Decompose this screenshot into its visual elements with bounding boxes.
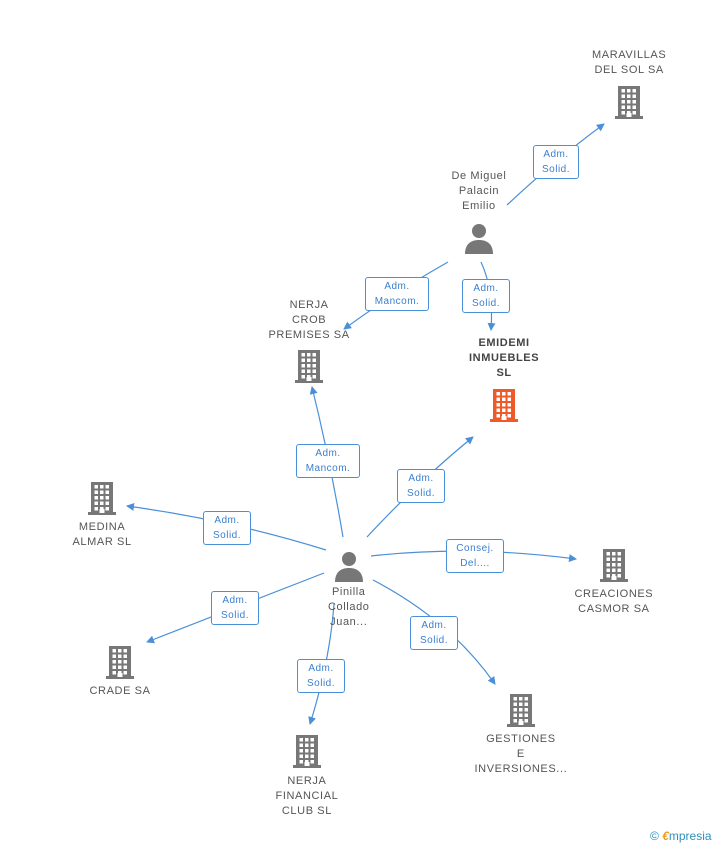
relation-label[interactable]: Consej. Del....: [446, 539, 504, 573]
relation-label-line: Adm.: [222, 595, 248, 606]
node-label-line: INVERSIONES...: [474, 763, 568, 775]
relation-label[interactable]: Adm. Mancom.: [365, 277, 429, 311]
relation-label-line: Consej.: [456, 543, 494, 554]
node-label-line: NERJA: [289, 299, 329, 311]
node-label-line: Juan...: [330, 616, 368, 628]
footer-brand: © €mpresia: [650, 829, 712, 843]
brand-name: mpresia: [668, 829, 712, 843]
node-label-line: ALMAR SL: [72, 536, 132, 548]
node-label-gestiones[interactable]: GESTIONES E INVERSIONES...: [475, 732, 568, 777]
node-label-line: E: [516, 748, 525, 760]
node-label-line: Emilio: [462, 200, 496, 212]
building-icon[interactable]: [503, 692, 539, 728]
relation-label[interactable]: Adm. Solid.: [211, 591, 259, 625]
node-label-medina[interactable]: MEDINA ALMAR SL: [73, 520, 132, 550]
building-icon[interactable]: [596, 547, 632, 583]
person-icon[interactable]: [331, 548, 367, 584]
node-label-line: INMUEBLES: [469, 352, 540, 364]
building-icon[interactable]: [289, 733, 325, 769]
node-label-line: MARAVILLAS: [592, 49, 667, 61]
node-label-line: FINANCIAL: [275, 790, 339, 802]
relation-label-line: Del....: [460, 558, 490, 569]
node-label-line: De Miguel: [451, 170, 507, 182]
relation-label-line: Mancom.: [374, 296, 420, 307]
node-label-line: Pinilla: [331, 586, 366, 598]
relation-label-line: Solid.: [406, 488, 435, 499]
node-label-maravillas[interactable]: MARAVILLAS DEL SOL SA: [592, 48, 666, 78]
relation-label[interactable]: Adm. Solid.: [297, 659, 345, 693]
node-label-creaciones[interactable]: CREACIONES CASMOR SA: [575, 587, 654, 617]
node-label-line: CLUB SL: [281, 805, 332, 817]
relation-label-line: Adm.: [384, 281, 410, 292]
building-icon[interactable]: [291, 348, 327, 384]
relation-label-line: Solid.: [419, 635, 448, 646]
building-icon[interactable]: [84, 480, 120, 516]
relation-label-line: Adm.: [408, 473, 434, 484]
relation-label-line: Mancom.: [305, 463, 351, 474]
brand-initial: €: [662, 829, 669, 843]
node-label-line: Palacin: [458, 185, 500, 197]
relation-label[interactable]: Adm. Solid.: [203, 511, 251, 545]
node-label-line: CASMOR SA: [578, 603, 650, 615]
relation-label-line: Solid.: [471, 298, 500, 309]
node-label-line: MEDINA: [78, 521, 126, 533]
node-label-line: DEL SOL SA: [594, 64, 664, 76]
person-icon[interactable]: [461, 220, 497, 256]
node-label-crade[interactable]: CRADE SA: [90, 684, 151, 699]
node-label-line: CROB: [292, 314, 327, 326]
relation-label-line: Adm.: [473, 283, 499, 294]
building-icon[interactable]: [102, 644, 138, 680]
copyright-symbol: ©: [650, 829, 659, 843]
node-label-line: EMIDEMI: [478, 337, 530, 349]
relation-label-line: Solid.: [220, 610, 249, 621]
node-label-line: NERJA: [287, 775, 327, 787]
building-icon[interactable]: [486, 387, 522, 423]
node-label-emidemi[interactable]: EMIDEMI INMUEBLES SL: [469, 336, 539, 381]
node-label-line: CREACIONES: [574, 588, 654, 600]
relation-label[interactable]: Adm. Solid.: [462, 279, 510, 313]
relation-label-line: Solid.: [541, 164, 570, 175]
relation-label[interactable]: Adm. Mancom.: [296, 444, 360, 478]
relation-label-line: Adm.: [543, 149, 569, 160]
node-label-nerja-crob[interactable]: NERJA CROB PREMISES SA: [269, 298, 350, 343]
node-label-line: PREMISES SA: [268, 329, 350, 341]
relation-label-line: Adm.: [214, 515, 240, 526]
node-label-line: GESTIONES: [486, 733, 556, 745]
building-icon[interactable]: [611, 84, 647, 120]
relation-label[interactable]: Adm. Solid.: [533, 145, 579, 179]
relation-label-line: Adm.: [421, 620, 447, 631]
node-label-line: SL: [496, 367, 512, 379]
node-label-line: Collado: [328, 601, 370, 613]
relation-label[interactable]: Adm. Solid.: [410, 616, 458, 650]
relation-label-line: Solid.: [212, 530, 241, 541]
node-label-nerja-fin[interactable]: NERJA FINANCIAL CLUB SL: [276, 774, 339, 819]
relation-label-line: Adm.: [308, 663, 334, 674]
node-label-line: CRADE SA: [89, 685, 151, 697]
relation-label[interactable]: Adm. Solid.: [397, 469, 445, 503]
relation-label-line: Solid.: [306, 678, 335, 689]
relation-label-line: Adm.: [315, 448, 341, 459]
